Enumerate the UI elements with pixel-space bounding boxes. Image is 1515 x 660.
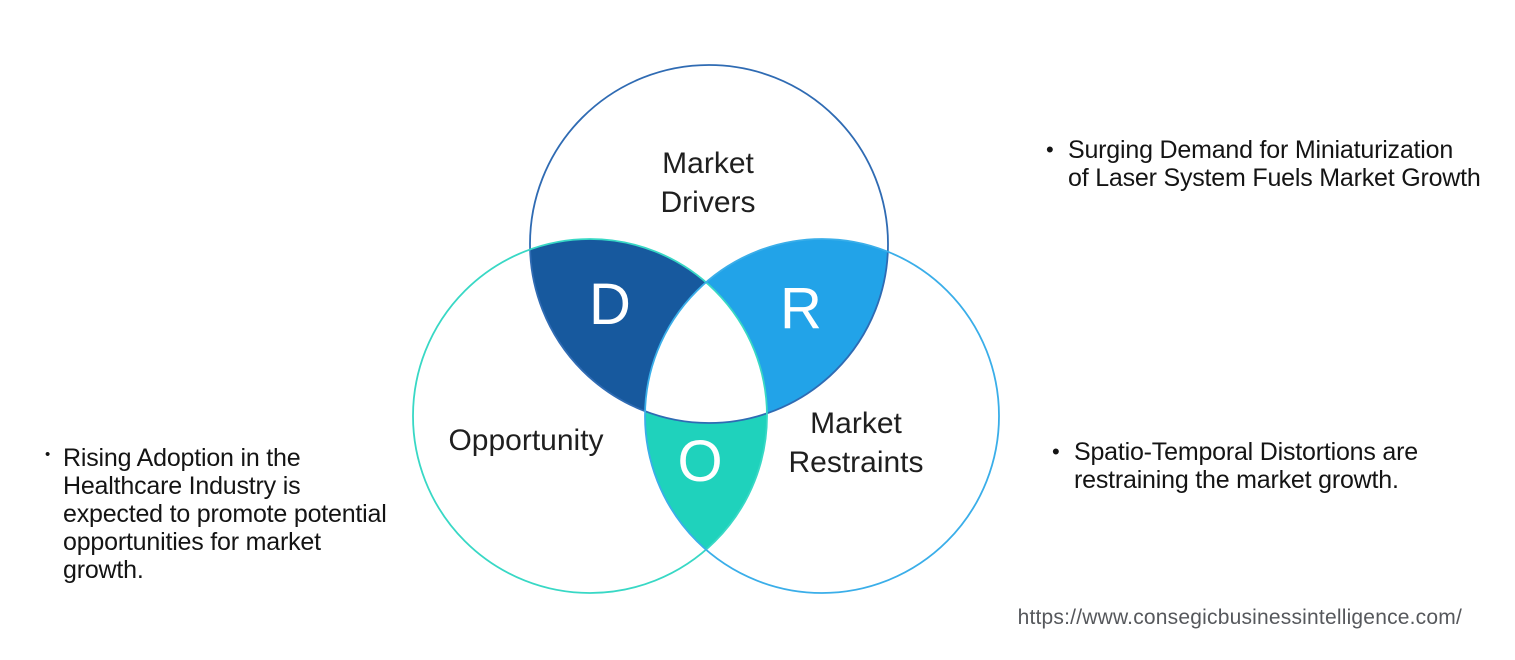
drivers-label-line2: Drivers xyxy=(661,186,756,219)
annotation-left-line3: expected to promote potential xyxy=(63,500,387,528)
opportunity-circle-outline xyxy=(412,238,768,594)
restraints-circle-outline xyxy=(644,238,1000,594)
bullet-icon: • xyxy=(1046,137,1054,162)
drivers-label-line1: Market xyxy=(662,147,754,180)
drivers-circle-outline xyxy=(529,64,889,424)
annotation-left-text: Rising Adoption in the Healthcare Indust… xyxy=(63,444,387,584)
annotation-left-line5: growth. xyxy=(63,556,144,584)
bullet-icon: • xyxy=(1052,439,1060,464)
annotation-left-line2: Healthcare Industry is xyxy=(63,472,301,500)
opportunity-lens-letter: O xyxy=(677,429,722,494)
annotation-right-bottom-line2: restraining the market growth. xyxy=(1074,466,1399,494)
drivers-lens-letter: D xyxy=(589,272,631,337)
opportunity-label: Opportunity xyxy=(448,424,603,457)
annotation-right-top: • Surging Demand for Miniaturization of … xyxy=(1046,136,1496,192)
annotation-right-top-line2: of Laser System Fuels Market Growth xyxy=(1068,164,1481,192)
annotation-right-top-line1: Surging Demand for Miniaturization xyxy=(1068,136,1454,164)
bullet-icon: • xyxy=(45,446,51,463)
annotation-right-bottom-text: Spatio-Temporal Distortions are restrain… xyxy=(1074,438,1418,494)
annotation-right-bottom-line1: Spatio-Temporal Distortions are xyxy=(1074,438,1418,466)
restraints-label-line1: Market xyxy=(810,407,902,440)
annotation-left: • Rising Adoption in the Healthcare Indu… xyxy=(45,444,417,584)
source-url: https://www.consegicbusinessintelligence… xyxy=(1017,606,1462,629)
restraints-label-line2: Restraints xyxy=(788,446,923,479)
restraints-lens-letter: R xyxy=(780,276,822,341)
annotation-right-top-text: Surging Demand for Miniaturization of La… xyxy=(1068,136,1481,192)
annotation-left-line4: opportunities for market xyxy=(63,528,321,556)
annotation-left-line1: Rising Adoption in the xyxy=(63,444,301,472)
annotation-right-bottom: • Spatio-Temporal Distortions are restra… xyxy=(1052,438,1482,494)
